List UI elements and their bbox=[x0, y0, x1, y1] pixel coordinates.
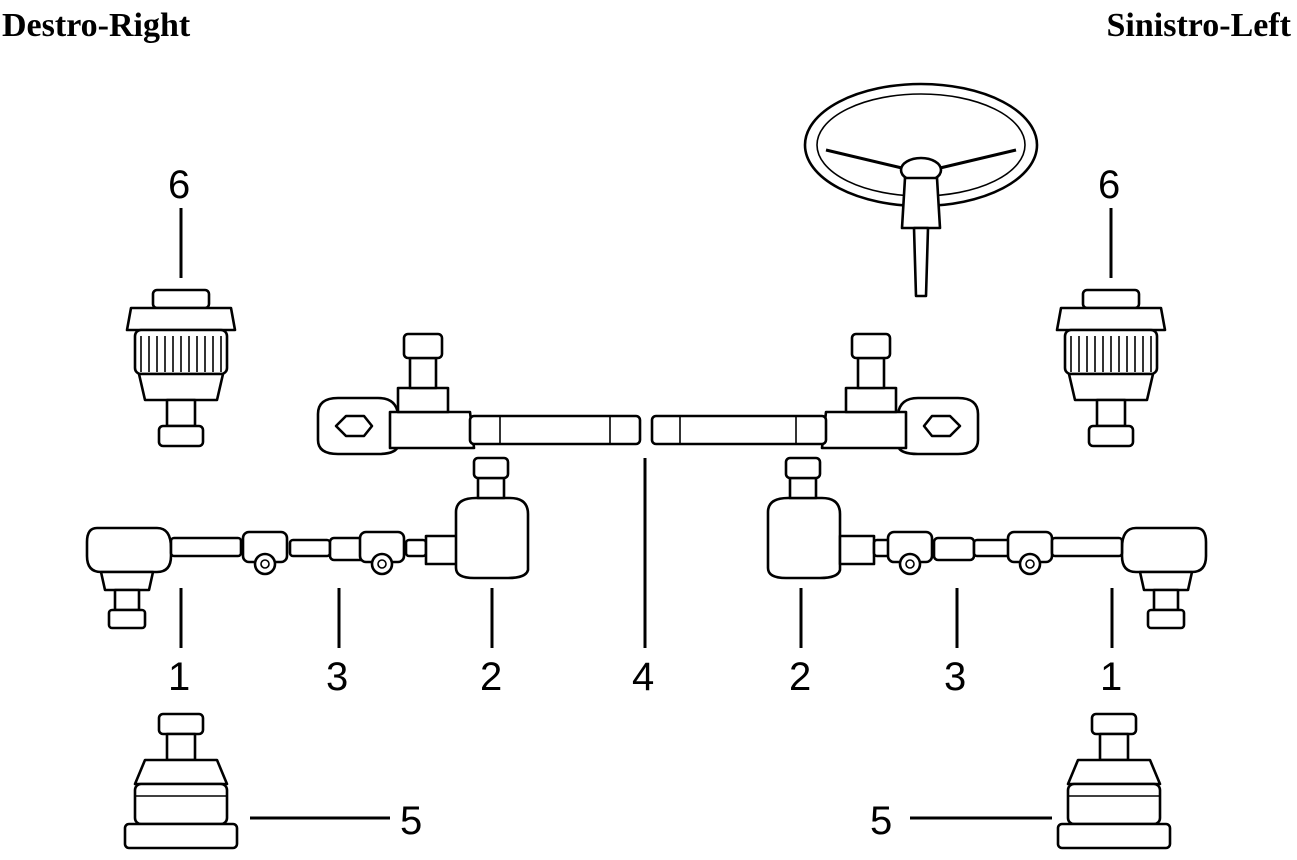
tie-rod-assembly-right bbox=[766, 456, 1208, 630]
heading-destro-right: Destro-Right bbox=[2, 7, 191, 44]
callout-4: 4 bbox=[632, 655, 654, 699]
callout-2-left: 2 bbox=[480, 655, 502, 699]
callout-2-right: 2 bbox=[789, 655, 811, 699]
heading-sinistro-left: Sinistro-Left bbox=[1106, 7, 1291, 44]
leader-lines bbox=[179, 208, 1114, 820]
callout-1-left: 1 bbox=[168, 655, 190, 699]
callout-3-right: 3 bbox=[944, 655, 966, 699]
center-track-rod bbox=[316, 332, 980, 456]
callout-6-right: 6 bbox=[1098, 163, 1120, 207]
tie-rod-assembly-left bbox=[85, 456, 530, 630]
callout-3-left: 3 bbox=[326, 655, 348, 699]
lower-ball-joint-left bbox=[123, 712, 239, 850]
steering-wheel-icon bbox=[803, 82, 1039, 298]
callout-6-left: 6 bbox=[168, 163, 190, 207]
upper-ball-joint-left bbox=[125, 288, 237, 448]
callout-5-right: 5 bbox=[870, 799, 892, 843]
callout-1-right: 1 bbox=[1100, 655, 1122, 699]
upper-ball-joint-right bbox=[1055, 288, 1167, 448]
lower-ball-joint-right bbox=[1056, 712, 1172, 850]
callout-5-left: 5 bbox=[400, 799, 422, 843]
